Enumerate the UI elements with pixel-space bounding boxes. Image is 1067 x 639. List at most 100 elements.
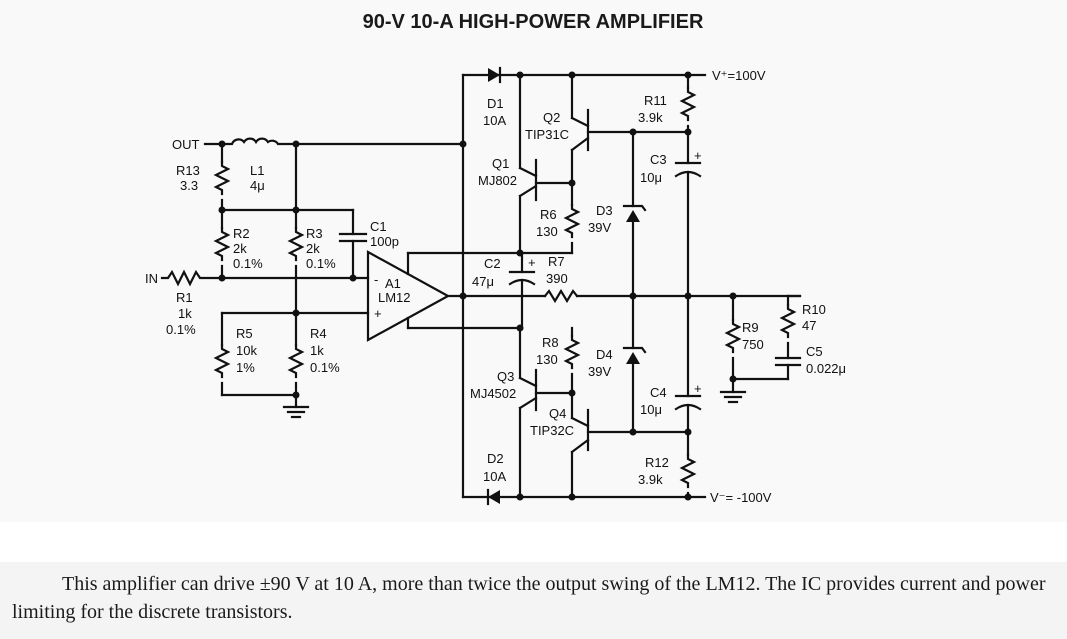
label-R7-value: 390 (546, 271, 568, 286)
schematic-diagram: 90-V 10-A HIGH-POWER AMPLIFIER (145, 11, 846, 506)
label-R7-ref: R7 (548, 254, 565, 269)
label-R9-ref: R9 (742, 320, 759, 335)
label-R9-value: 750 (742, 337, 764, 352)
label-D4-value: 39V (588, 364, 611, 379)
label-C3-value: 10μ (640, 170, 662, 185)
out-terminal-label: OUT (172, 137, 200, 152)
schematic-panel: 90-V 10-A HIGH-POWER AMPLIFIER (145, 11, 847, 506)
label-Q2-ref: Q2 (543, 110, 560, 125)
resistor-R9 (725, 318, 741, 354)
label-D2-value: 10A (483, 469, 506, 484)
label-R8-value: 130 (536, 352, 558, 367)
label-R10-ref: R10 (802, 302, 826, 317)
output-stage (459, 66, 802, 506)
label-Q4-ref: Q4 (549, 406, 566, 421)
label-R3-value: 2k (306, 241, 320, 256)
resistor-R1 (160, 269, 224, 287)
diagram-title: 90-V 10-A HIGH-POWER AMPLIFIER (363, 11, 704, 33)
resistor-R7 (543, 288, 579, 304)
label-C1-value: 100p (370, 234, 399, 249)
transistor-Q4 (570, 408, 690, 454)
label-R1-ref: R1 (176, 290, 193, 305)
diode-D1 (488, 68, 500, 82)
c3-polarity-mark: + (694, 148, 702, 163)
resistor-R8 (564, 334, 580, 370)
feedback-network (160, 137, 465, 419)
resistor-R4 (288, 343, 304, 379)
zener-D3 (626, 210, 640, 222)
label-R13-value: 3.3 (180, 178, 198, 193)
resistor-R13 (214, 160, 230, 196)
label-A1-minus: - (374, 272, 378, 287)
label-R8-ref: R8 (542, 335, 559, 350)
label-Q3-value: MJ4502 (470, 386, 516, 401)
label-R12-value: 3.9k (638, 472, 663, 487)
label-R13-ref: R13 (176, 163, 200, 178)
caption-panel: This amplifier can drive ±90 V at 10 A, … (0, 562, 1067, 639)
label-Q3-ref: Q3 (497, 369, 514, 384)
label-R5-tol: 1% (236, 360, 255, 375)
label-Q1-value: MJ802 (478, 173, 517, 188)
label-R2-ref: R2 (233, 226, 250, 241)
label-R2-value: 2k (233, 241, 247, 256)
label-D3-ref: D3 (596, 203, 613, 218)
label-D3-value: 39V (588, 220, 611, 235)
resistor-R10 (780, 303, 796, 339)
label-R3-ref: R3 (306, 226, 323, 241)
label-L1-ref: L1 (250, 163, 264, 178)
label-R4-tol: 0.1% (310, 360, 340, 375)
label-D4-ref: D4 (596, 347, 613, 362)
label-D1-ref: D1 (487, 96, 504, 111)
label-R2-tol: 0.1% (233, 256, 263, 271)
label-A1-plus: + (374, 306, 382, 321)
transistor-Q3 (518, 368, 574, 412)
label-C5-value: 0.022μ (806, 361, 846, 376)
c4-polarity-mark: + (694, 381, 702, 396)
ground-icon (282, 405, 310, 419)
label-C4-value: 10μ (640, 402, 662, 417)
label-R12-ref: R12 (645, 455, 669, 470)
c2-polarity-mark: + (528, 255, 536, 270)
label-R6-value: 130 (536, 224, 558, 239)
label-C2-ref: C2 (484, 256, 501, 271)
resistor-R2 (214, 226, 230, 262)
label-D1-value: 10A (483, 113, 506, 128)
label-R3-tol: 0.1% (306, 256, 336, 271)
label-R1-value: 1k (178, 306, 192, 321)
transistor-Q2 (570, 108, 690, 152)
in-terminal-label: IN (145, 271, 158, 286)
zener-D4 (626, 352, 640, 364)
resistor-R12 (680, 453, 696, 489)
label-D2-ref: D2 (487, 451, 504, 466)
label-Q4-value: TIP32C (530, 423, 574, 438)
label-C2-value: 47μ (472, 274, 494, 289)
vminus-label: V⁻= -100V (710, 490, 772, 505)
label-R1-tol: 0.1% (166, 322, 196, 337)
caption-text: This amplifier can drive ±90 V at 10 A, … (12, 573, 1046, 623)
label-R11-value: 3.9k (638, 110, 663, 125)
transistor-Q1 (518, 158, 574, 202)
label-C1-ref: C1 (370, 219, 387, 234)
vplus-label: V⁺=100V (712, 68, 766, 83)
label-R4-ref: R4 (310, 326, 327, 341)
inductor-L1 (220, 137, 298, 146)
label-Q1-ref: Q1 (492, 156, 509, 171)
label-C5-ref: C5 (806, 344, 823, 359)
diode-D2 (488, 490, 500, 504)
resistor-R6 (564, 203, 580, 239)
label-R10-value: 47 (802, 318, 816, 333)
label-R5-value: 10k (236, 343, 257, 358)
label-Q2-value: TIP31C (525, 127, 569, 142)
resistor-R3 (288, 226, 304, 262)
label-C4-ref: C4 (650, 385, 667, 400)
label-R5-ref: R5 (236, 326, 253, 341)
label-R6-ref: R6 (540, 207, 557, 222)
label-R11-ref: R11 (644, 93, 667, 108)
label-R4-value: 1k (310, 343, 324, 358)
label-A1-value: LM12 (378, 290, 411, 305)
label-C3-ref: C3 (650, 152, 667, 167)
resistor-R5 (214, 343, 230, 379)
ground-icon (719, 390, 747, 404)
resistor-R11 (680, 86, 696, 122)
label-A1-ref: A1 (385, 276, 401, 291)
